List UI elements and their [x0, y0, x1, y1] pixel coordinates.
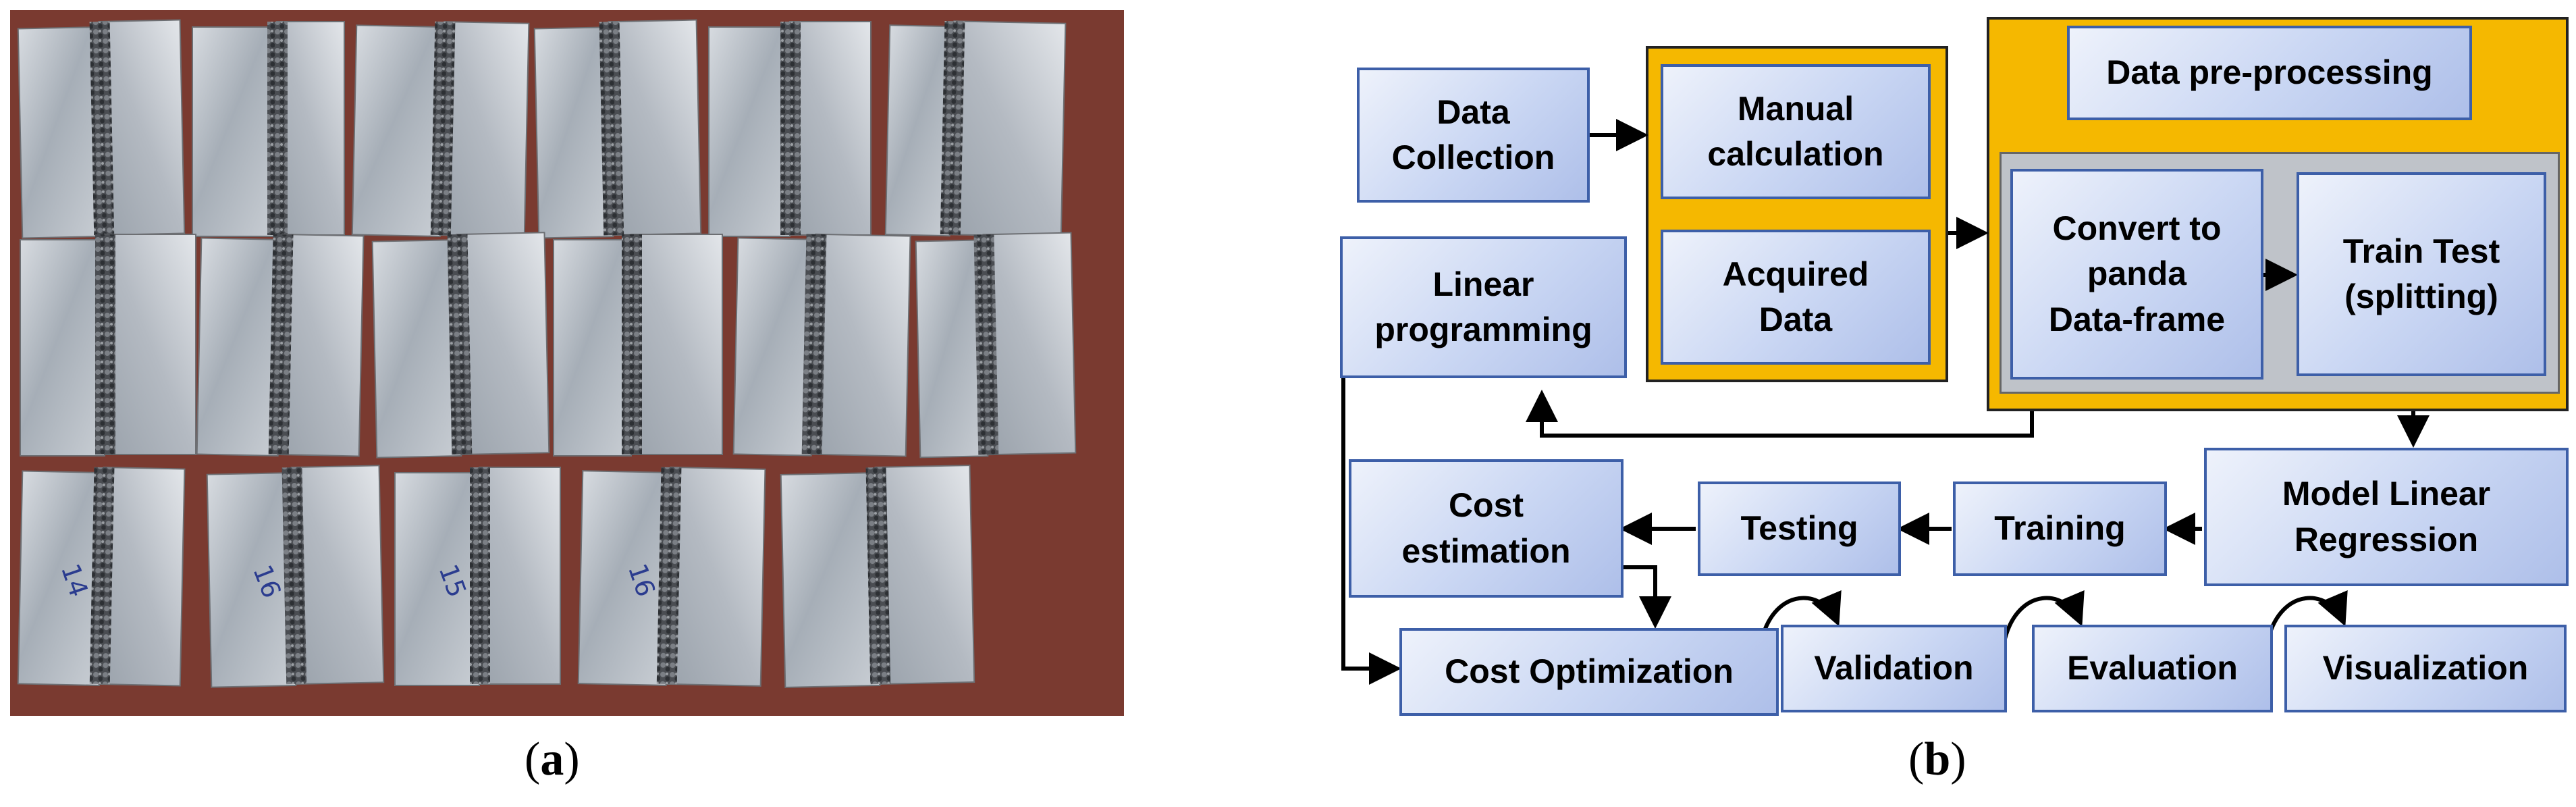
- linear-programming-box: Linear programming: [1340, 236, 1627, 378]
- welded-plate: [708, 21, 871, 237]
- caption-a: (a): [525, 733, 580, 785]
- welded-plate: 14: [17, 467, 186, 687]
- caption-b: (b): [1908, 733, 1966, 785]
- weld-bead: [780, 22, 801, 235]
- weld-bead: [267, 22, 288, 235]
- testing-box: Testing: [1698, 481, 1901, 576]
- validation-box: Validation: [1781, 625, 2007, 712]
- welded-plate: 16: [206, 465, 385, 688]
- plate-left-half: [20, 239, 105, 457]
- train-test-split-box: Train Test (splitting): [2297, 172, 2546, 376]
- acquired-data-box: Acquired Data: [1661, 230, 1931, 365]
- plate-left-half: [394, 472, 480, 686]
- caption-a-letter: a: [540, 733, 564, 785]
- arrow-optimization-to-validation: [1760, 590, 1842, 640]
- weld-bead: [447, 234, 473, 455]
- arrow-evaluation-to-visualization: [2266, 590, 2348, 640]
- weld-bead: [470, 467, 490, 684]
- weld-bead: [801, 234, 827, 455]
- welded-plate: [780, 465, 975, 688]
- plate-right-half: [789, 21, 871, 236]
- plate-left-half: [708, 26, 790, 237]
- weld-bead: [656, 467, 682, 685]
- welded-plate: [351, 21, 530, 238]
- welded-plate: [192, 21, 345, 237]
- plate-right-half: [104, 234, 196, 455]
- welded-plate: [20, 234, 196, 457]
- visualization-box: Visualization: [2284, 625, 2567, 712]
- evaluation-box: Evaluation: [2032, 625, 2273, 712]
- training-box: Training: [1953, 481, 2167, 576]
- weld-bead: [89, 467, 115, 685]
- manual-calculation-box: Manual calculation: [1661, 64, 1931, 199]
- cost-optimization-box: Cost Optimization: [1399, 628, 1779, 716]
- caption-b-letter: b: [1924, 733, 1951, 785]
- arrow-linear-programming-to-optimization: [1341, 378, 1401, 685]
- welded-plate: [371, 232, 550, 459]
- weld-bead: [281, 467, 307, 685]
- welded-plate: [533, 19, 702, 239]
- cost-estimation-box: Cost estimation: [1349, 459, 1624, 598]
- convert-to-panda-box: Convert to panda Data-frame: [2010, 169, 2263, 380]
- weld-bead: [430, 21, 456, 236]
- weld-bead: [865, 467, 891, 685]
- welded-plate: [732, 233, 911, 457]
- welded-plate: [915, 232, 1077, 459]
- weld-bead: [95, 234, 115, 454]
- data-preprocessing-box: Data pre-processing: [2067, 26, 2472, 120]
- welded-plate: [17, 19, 186, 239]
- weld-bead: [599, 21, 624, 236]
- welded-plate: [553, 234, 723, 457]
- plate-left-half: [192, 26, 277, 237]
- data-collection-box: Data Collection: [1357, 68, 1590, 203]
- weld-bead: [622, 234, 642, 454]
- welded-plate: [884, 20, 1067, 238]
- weld-bead: [268, 234, 294, 455]
- plate-right-half: [479, 467, 561, 685]
- weld-bead: [973, 234, 999, 455]
- arrow-preprocessing-to-linear-programming: [1526, 390, 2034, 438]
- plate-right-half: [630, 234, 723, 455]
- welded-plate: 16: [577, 466, 766, 687]
- weld-bead: [89, 21, 115, 236]
- welded-plate: 15: [394, 467, 561, 686]
- arrow-validation-to-evaluation: [2003, 590, 2085, 640]
- welded-plate: [196, 234, 365, 457]
- model-linear-regression-box: Model Linear Regression: [2204, 448, 2569, 586]
- arrow-cost-estimation-to-optimization: [1624, 565, 1671, 629]
- weld-bead: [940, 21, 965, 235]
